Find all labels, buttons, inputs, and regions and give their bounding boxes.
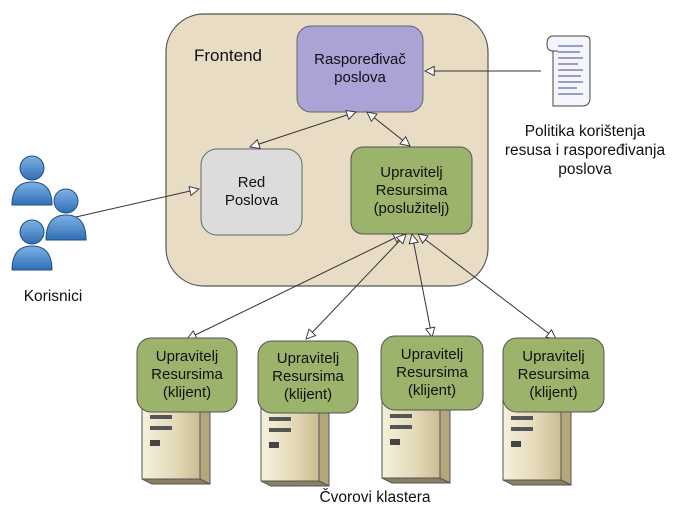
client-manager-line-2: Resursima <box>272 368 344 385</box>
client-manager-box <box>136 337 238 413</box>
queue-line-2: Poslova <box>224 192 279 209</box>
client-manager-box <box>380 335 484 411</box>
policy-line-1: Politika korištenja <box>524 123 646 140</box>
arrow-server-client-4 <box>418 234 556 339</box>
frontend-title: Frontend <box>193 46 263 65</box>
arrow-scheduler-server <box>367 112 410 146</box>
arrow-server-client-2 <box>306 234 406 339</box>
scheduler-line-2: poslova <box>334 69 386 86</box>
connector-arrows <box>75 71 556 339</box>
scheduler-label: Raspoređivač poslova <box>297 26 423 112</box>
server-manager-line-2: Resursima <box>375 181 448 199</box>
policy-line-3: poslova <box>558 161 612 178</box>
client-manager-line-3: (klijent) <box>529 384 578 401</box>
client-manager-label-3: Upravitelj Resursima (klijent) <box>381 336 483 410</box>
policy-line-2: resusa i raspoređivanja <box>504 142 666 159</box>
scheduler-line-1: Raspoređivač <box>314 51 406 68</box>
client-manager-line-1: Upravitelj <box>400 346 464 363</box>
users-label: Korisnici <box>23 288 83 305</box>
server-manager-line-3: (poslužitelj) <box>373 199 450 217</box>
policy-scroll-icon <box>546 35 591 107</box>
scheduler-box <box>296 25 424 113</box>
arrow-scheduler-queue <box>250 112 356 147</box>
client-manager-box <box>257 340 359 414</box>
queue-label: Red Poslova <box>201 149 302 235</box>
client-manager-line-2: Resursima <box>396 364 468 381</box>
client-manager-line-3: (klijent) <box>407 382 457 399</box>
policy-label: Politika korištenja resusa i raspoređiva… <box>490 122 680 179</box>
queue-line-1: Red <box>237 174 266 191</box>
client-manager-label-4: Upravitelj Resursima (klijent) <box>503 338 604 412</box>
client-manager-line-2: Resursima <box>517 366 590 383</box>
server-manager-line-1: Upravitelj <box>380 163 443 181</box>
client-manager-line-2: Resursima <box>151 366 223 383</box>
client-manager-box <box>502 337 605 413</box>
client-manager-label-2: Upravitelj Resursima (klijent) <box>258 341 358 413</box>
client-manager-line-1: Upravitelj <box>155 348 219 365</box>
client-manager-line-1: Upravitelj <box>276 350 340 367</box>
client-manager-label-1: Upravitelj Resursima (klijent) <box>137 338 237 412</box>
client-manager-line-3: (klijent) <box>162 384 212 401</box>
arrow-users-to-queue <box>75 189 199 218</box>
server-manager-label: Upravitelj Resursima (poslužitelj) <box>351 147 472 234</box>
users-icon <box>11 155 87 271</box>
client-manager-line-1: Upravitelj <box>522 348 585 365</box>
cluster-label: Čvorovi klastera <box>319 489 431 506</box>
client-manager-line-3: (klijent) <box>283 386 333 403</box>
